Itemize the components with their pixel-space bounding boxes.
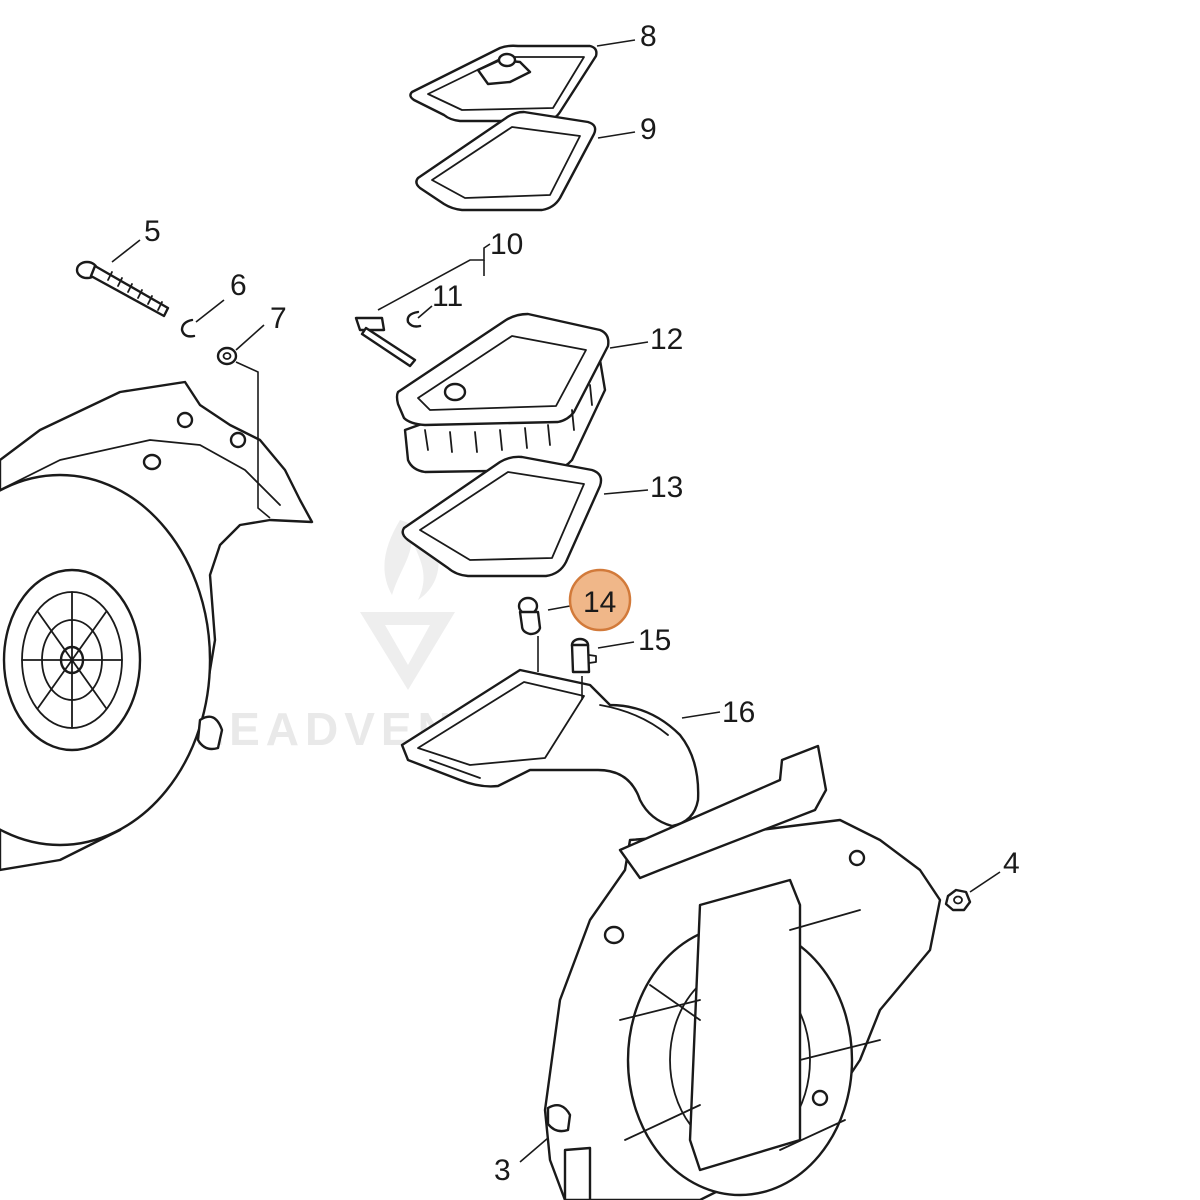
part-15-fitting[interactable]	[570, 637, 597, 674]
part-11-clip[interactable]	[406, 310, 422, 328]
part-3-blower-housing[interactable]	[543, 744, 942, 1200]
part-9-gasket[interactable]	[415, 110, 597, 212]
callout-14-highlight	[568, 568, 632, 632]
part-14-elbow-fitting[interactable]	[517, 596, 542, 636]
callout-9[interactable]: 9	[640, 113, 657, 146]
part-12-airbox-frame[interactable]	[395, 312, 610, 474]
callout-labels: 8 9 5 6 7 10 11 12 13 14 15 16 4 3	[144, 20, 1020, 1187]
callout-5[interactable]: 5	[144, 215, 161, 248]
part-10-hinge-pin[interactable]	[354, 316, 417, 368]
part-7-washer[interactable]	[216, 346, 238, 366]
callout-16[interactable]: 16	[722, 696, 755, 729]
part-13-filter-gasket[interactable]	[401, 455, 603, 578]
part-5-bolt[interactable]	[75, 260, 170, 318]
part-6-clip[interactable]	[180, 318, 196, 338]
callout-15[interactable]: 15	[638, 624, 671, 657]
part-16-intake-duct[interactable]	[400, 668, 700, 828]
callout-14[interactable]: 14	[583, 586, 616, 619]
callout-13[interactable]: 13	[650, 471, 683, 504]
callout-8[interactable]: 8	[640, 20, 657, 53]
callout-11[interactable]: 11	[432, 280, 463, 313]
part-8-cover[interactable]	[409, 44, 598, 123]
callout-10[interactable]: 10	[490, 228, 523, 261]
callout-3[interactable]: 3	[494, 1154, 511, 1187]
callout-7[interactable]: 7	[270, 302, 287, 335]
part-4-nut[interactable]	[944, 888, 972, 912]
callout-4[interactable]: 4	[1003, 847, 1020, 880]
left-blower-housing	[0, 380, 314, 872]
leader-lines	[111, 39, 1001, 1163]
callout-12[interactable]: 12	[650, 323, 683, 356]
callout-6[interactable]: 6	[230, 269, 247, 302]
